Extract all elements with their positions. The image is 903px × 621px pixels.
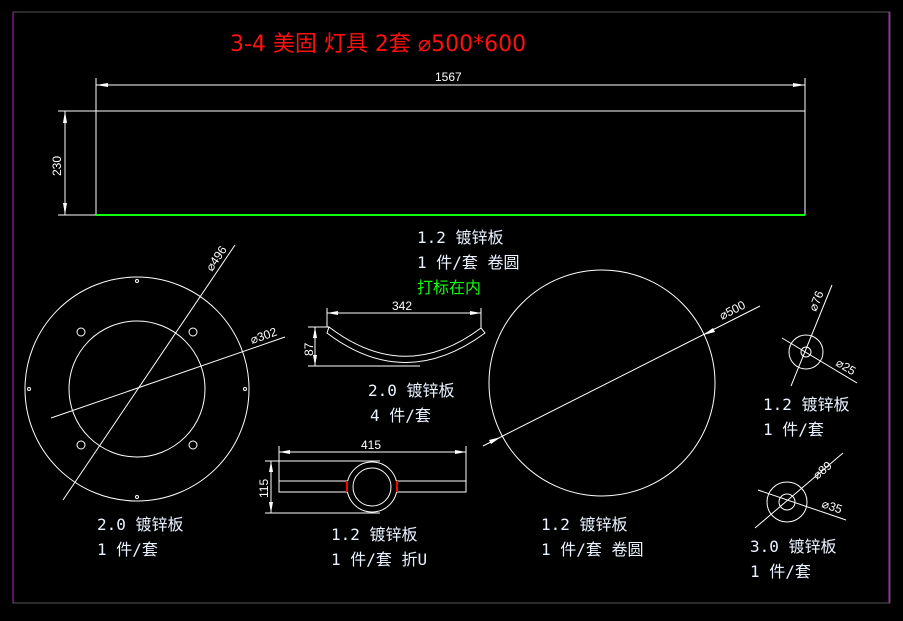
large-washer-note-material: 3.0 镀锌板	[750, 537, 837, 556]
strip-note-marking: 打标在内	[417, 278, 481, 297]
strip-note-material: 1.2 镀锌板	[417, 228, 504, 247]
arc-height-dim: 87	[302, 342, 316, 356]
large-washer-part[interactable]: ⌀89 ⌀35	[754, 452, 847, 529]
small-washer-inner-dim: ⌀25	[833, 356, 858, 379]
disc-note-material: 1.2 镀锌板	[541, 515, 628, 534]
small-washer-note-material: 1.2 镀锌板	[763, 395, 850, 414]
disc-note-qty: 1 件/套 卷圆	[541, 540, 644, 559]
arc-note-material: 2.0 镀锌板	[368, 381, 455, 400]
strip-height-dim: 230	[50, 156, 64, 176]
u-note-material: 1.2 镀锌板	[331, 525, 418, 544]
arc-width-dim: 342	[392, 299, 412, 313]
strip-length-dim: 1567	[435, 70, 462, 84]
small-washer-note-qty: 1 件/套	[763, 420, 824, 439]
disc-part[interactable]: ⌀500	[482, 269, 761, 497]
ring-part[interactable]: ⌀496 ⌀302	[24, 243, 286, 502]
small-washer-part[interactable]: ⌀76 ⌀25	[781, 284, 859, 387]
u-bracket-part[interactable]: 415 115	[257, 438, 467, 514]
ring-note-qty: 1 件/套	[97, 540, 158, 559]
arc-note-qty: 4 件/套	[370, 406, 431, 425]
large-washer-note-qty: 1 件/套	[750, 562, 811, 581]
large-washer-inner-dim: ⌀35	[820, 497, 844, 517]
arc-part[interactable]: 342 87	[302, 299, 486, 367]
u-height-dim: 115	[257, 479, 271, 498]
small-washer-outer-dim: ⌀76	[806, 289, 827, 314]
large-washer-outer-dim: ⌀89	[810, 458, 835, 482]
ring-note-material: 2.0 镀锌板	[97, 515, 184, 534]
u-note-qty: 1 件/套 折U	[331, 550, 427, 569]
strip-note-qty: 1 件/套 卷圆	[417, 253, 520, 272]
ring-inner-dim: ⌀302	[248, 325, 279, 347]
disc-diameter-dim: ⌀500	[717, 298, 748, 323]
strip-part[interactable]: 1567 230	[50, 70, 806, 216]
drawing-title: 3-4 美固 灯具 2套 ⌀500*600	[230, 32, 526, 57]
u-width-dim: 415	[361, 438, 381, 452]
